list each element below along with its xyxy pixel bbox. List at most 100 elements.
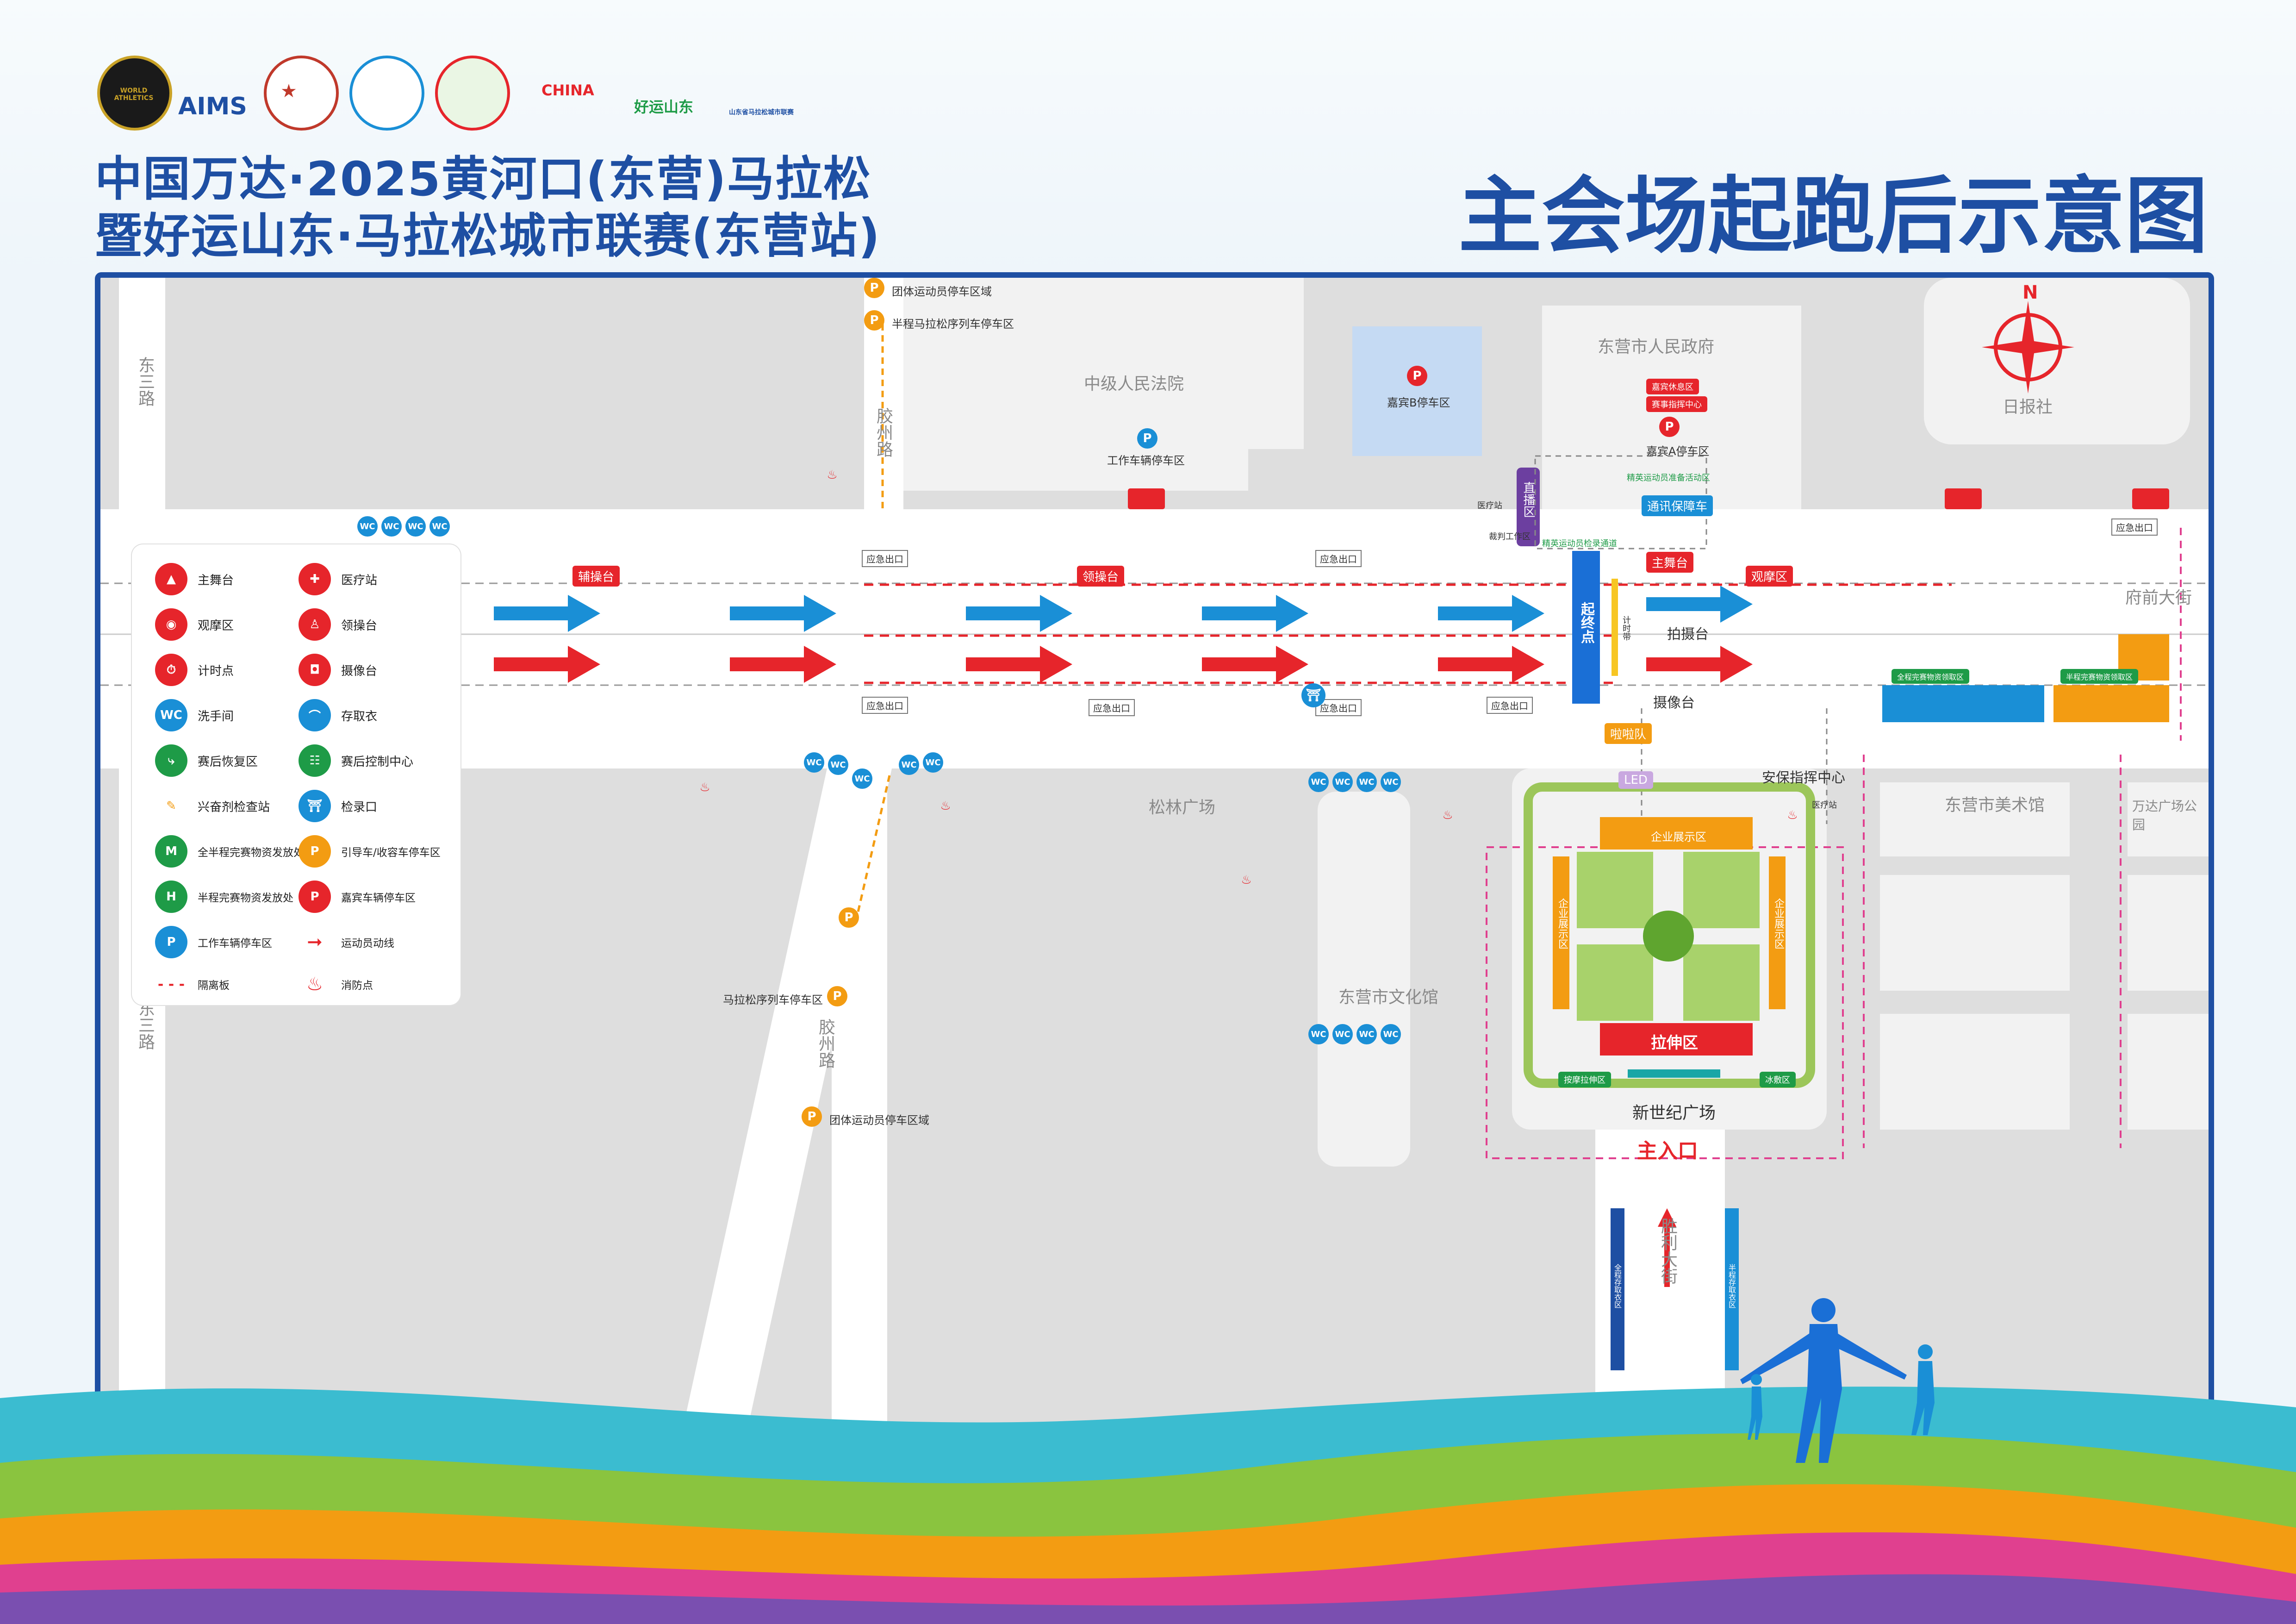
legend-item: - - - 隔离板 — [155, 968, 230, 1000]
culture-label: 东营市文化馆 — [1338, 988, 1439, 1007]
parking-icon: P — [1137, 428, 1157, 449]
legend-label: 洗手间 — [198, 709, 234, 724]
entrance-arrow — [1658, 1208, 1676, 1287]
fire-hydrant-icon: ♨ — [827, 468, 838, 482]
legend-item: ⛩ 检录口 — [299, 790, 377, 822]
half-bag-column — [1725, 1208, 1739, 1370]
runner-arm-right — [1835, 1333, 1907, 1380]
legend-label: 全半程完赛物资发放处 — [198, 847, 304, 859]
parking-icon: P — [1407, 366, 1427, 386]
main-entrance-label: 主入口 — [1637, 1139, 1698, 1163]
full-supply-tents — [1882, 685, 2044, 722]
legend-item: ▲ 主舞台 — [155, 563, 234, 595]
svg-text:N: N — [2022, 282, 2038, 303]
stretch-zone-box — [1600, 1023, 1753, 1056]
runner-head — [1811, 1298, 1836, 1322]
fire-truck — [1945, 488, 1982, 509]
wc-icon: WC — [155, 699, 187, 731]
referee-area-label: 裁判工作区 — [1489, 532, 1531, 542]
legend-item: ☷ 赛后控制中心 — [299, 744, 413, 777]
elite-prep-label: 精英运动员准备活动区 — [1627, 473, 1710, 483]
parking-icon: P — [827, 986, 847, 1006]
fire-hydrant-icon: ♨ — [699, 781, 710, 794]
diagram-title: 主会场起跑后示意图 — [1458, 168, 2208, 265]
parking-icon: P — [864, 278, 884, 298]
header-background — [0, 0, 2296, 278]
wc-icon: WC — [357, 516, 378, 537]
block-left-top-main — [165, 278, 864, 509]
legend-item: P 引导车/收容车停车区 — [299, 835, 441, 868]
decorative-waves — [0, 1387, 2296, 1624]
camera-icon: ◘ — [299, 654, 331, 686]
full-bag-label: 全程存取衣区 — [1613, 1264, 1622, 1308]
medical-station2-label: 医疗站 — [1812, 800, 1837, 810]
wc-icon: WC — [1308, 1024, 1329, 1044]
chinese-athletics-logo: ★ — [264, 56, 339, 131]
photo-stage-label: 拍摄台 — [1667, 626, 1709, 643]
led-badge: LED — [1618, 771, 1653, 789]
checkin-icon: ⛩ — [299, 790, 331, 822]
enterprise-expo-left-label: 企业展示区 — [1556, 898, 1568, 949]
guest-lounge-badge: 嘉宾休息区 — [1646, 379, 1699, 394]
lead-exercise-icon: ♙ — [299, 608, 331, 641]
runner2-body — [1911, 1361, 1935, 1435]
emergency-exit: 应急出口 — [1089, 699, 1135, 716]
culture-building — [1318, 875, 1410, 981]
legend-item: P 工作车辆停车区 — [155, 926, 272, 958]
lawn-ne — [1683, 852, 1760, 928]
syringe-icon: ✎ — [155, 790, 187, 822]
wc-icon: WC — [405, 516, 426, 537]
fire-truck — [1128, 488, 1165, 509]
recovery-icon: ⤷ — [155, 744, 187, 777]
event-title-line2: 暨好运山东·马拉松城市联赛(东营站) — [95, 209, 881, 264]
pink-route-plaza — [1486, 846, 1844, 1159]
parking-icon: P — [802, 1106, 822, 1127]
barrier-icon: - - - — [157, 976, 185, 993]
daily-label: 日报社 — [2003, 398, 2053, 417]
fire-hydrant-icon: ♨ — [940, 799, 951, 813]
wc-icon: WC — [1381, 1024, 1401, 1044]
parking-icon: P — [864, 310, 884, 331]
legend-label: 兴奋剂检查站 — [198, 800, 270, 814]
guide-car-parking-icon: P — [299, 835, 331, 868]
legend-item: WC 洗手间 — [155, 699, 234, 731]
timing-strip-label: 计时带 — [1621, 616, 1631, 641]
blue-arrow — [730, 595, 836, 632]
orange-route-south — [853, 775, 891, 926]
block-left-top — [100, 278, 119, 509]
checkin-icon: ⛩ — [1301, 683, 1325, 707]
wc-icon: WC — [1332, 772, 1353, 792]
emergency-exit: 应急出口 — [2111, 518, 2158, 536]
blue-arrow — [1202, 595, 1308, 632]
wanda-park-mid — [2128, 875, 2209, 991]
fire-hydrant-icon: ♨ — [306, 974, 323, 995]
red-arrow — [1438, 646, 1544, 683]
pink-routes — [1486, 528, 2182, 1159]
legend-item: P 嘉宾车辆停车区 — [299, 881, 416, 913]
wanda-park-bottom — [2128, 1014, 2209, 1130]
wc-icon: WC — [923, 752, 943, 773]
half-supply-badge: 半程完赛物资领取区 — [2060, 669, 2139, 684]
elite-check-label: 精英运动员检录通道 — [1542, 539, 1617, 549]
legend-item: ✎ 兴奋剂检查站 — [155, 790, 270, 822]
legend-label: 观摩区 — [198, 618, 234, 633]
wc-icon: WC — [381, 516, 402, 537]
red-arrow — [1202, 646, 1308, 683]
eye-icon: ◉ — [155, 608, 187, 641]
team-parking-top-label: 团体运动员停车区域 — [892, 285, 992, 298]
timing-strip — [1612, 579, 1618, 676]
wc-icon: WC — [804, 752, 824, 773]
art-building-mid — [1880, 875, 2070, 991]
wave-purple — [0, 1574, 2296, 1624]
half-marathon-parking-label: 半程马拉松序列车停车区 — [892, 318, 1014, 331]
legend-label: 领操台 — [341, 618, 378, 633]
massage-zone-badge: 按摩拉伸区 — [1558, 1072, 1611, 1087]
guest-b-parking-label: 嘉宾B停车区 — [1387, 396, 1450, 409]
event-title-line1: 中国万达·2025黄河口(东营)马拉松 — [95, 152, 871, 207]
stage-strip — [1628, 1069, 1720, 1078]
work-parking-icon: P — [155, 926, 187, 958]
fire-hydrant-icon: ♨ — [1787, 808, 1798, 822]
wc-icon: WC — [1332, 1024, 1353, 1044]
emergency-exit: 应急出口 — [1315, 550, 1362, 567]
